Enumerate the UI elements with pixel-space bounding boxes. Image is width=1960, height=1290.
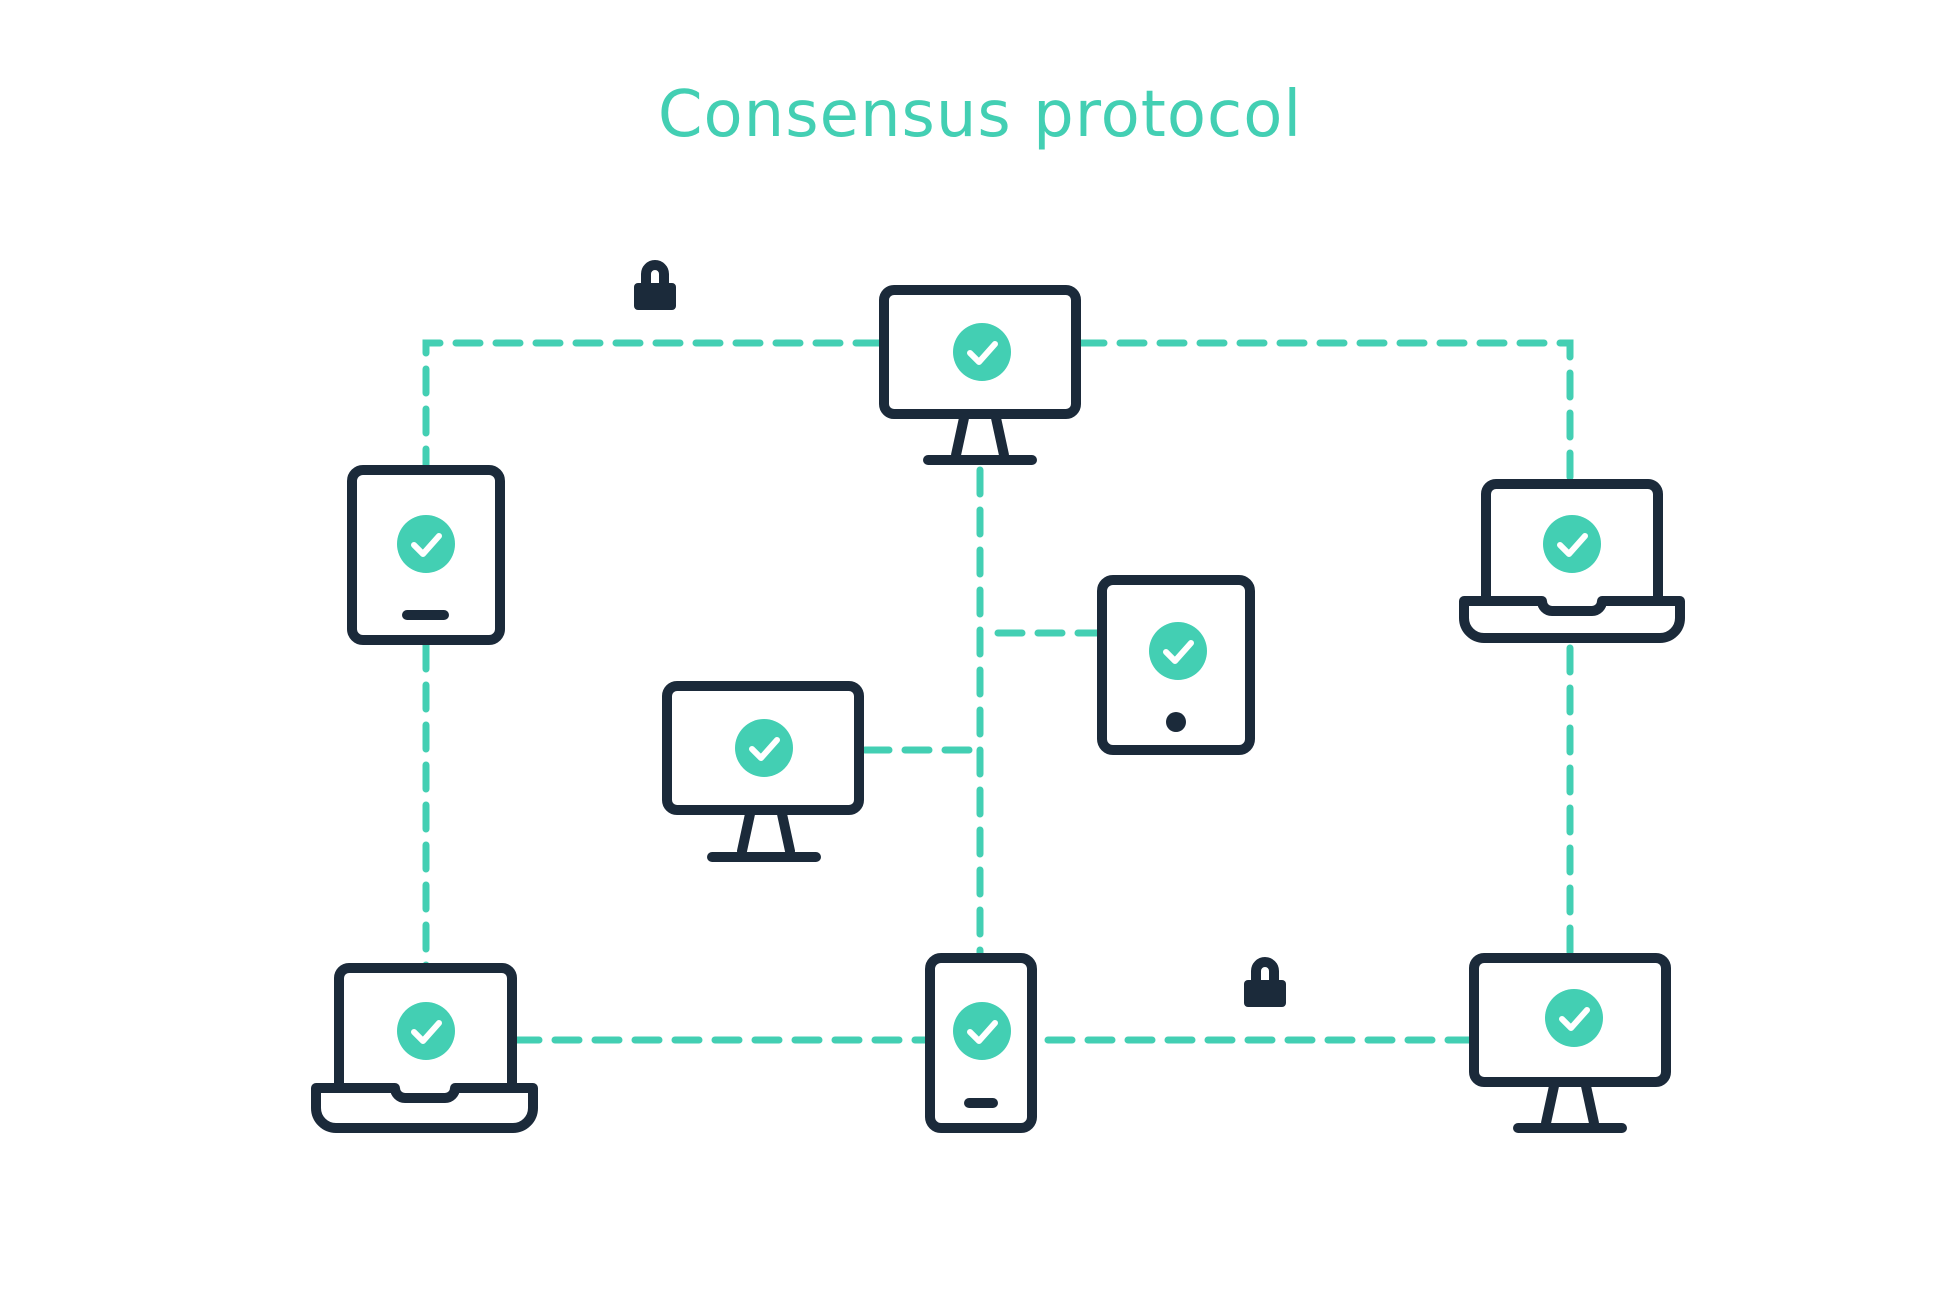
- padlock-icon: [1244, 957, 1286, 1007]
- connection-lines: [422, 339, 1574, 1044]
- check-icon: [953, 1002, 1011, 1060]
- check-icon: [397, 1002, 455, 1060]
- check-icon: [1149, 622, 1207, 680]
- check-icon: [735, 719, 793, 777]
- smartphone-node: [925, 953, 1037, 1133]
- laptop-node: [1459, 479, 1685, 643]
- laptop-node: [311, 963, 538, 1133]
- link-top-monitor-left-tablet: [422, 339, 884, 474]
- desktop-monitor-node: [1469, 953, 1671, 1133]
- check-icon: [953, 323, 1011, 381]
- padlock-icon: [634, 260, 676, 310]
- link-top-monitor-right-laptop: [1076, 339, 1574, 482]
- desktop-monitor-node: [879, 285, 1081, 465]
- check-icon: [1545, 989, 1603, 1047]
- desktop-monitor-node: [662, 681, 864, 862]
- check-icon: [1543, 515, 1601, 573]
- check-icon: [397, 515, 455, 573]
- tablet-node: [1097, 575, 1255, 755]
- diagram-title: Consensus protocol: [657, 78, 1303, 152]
- tablet-node: [347, 465, 505, 645]
